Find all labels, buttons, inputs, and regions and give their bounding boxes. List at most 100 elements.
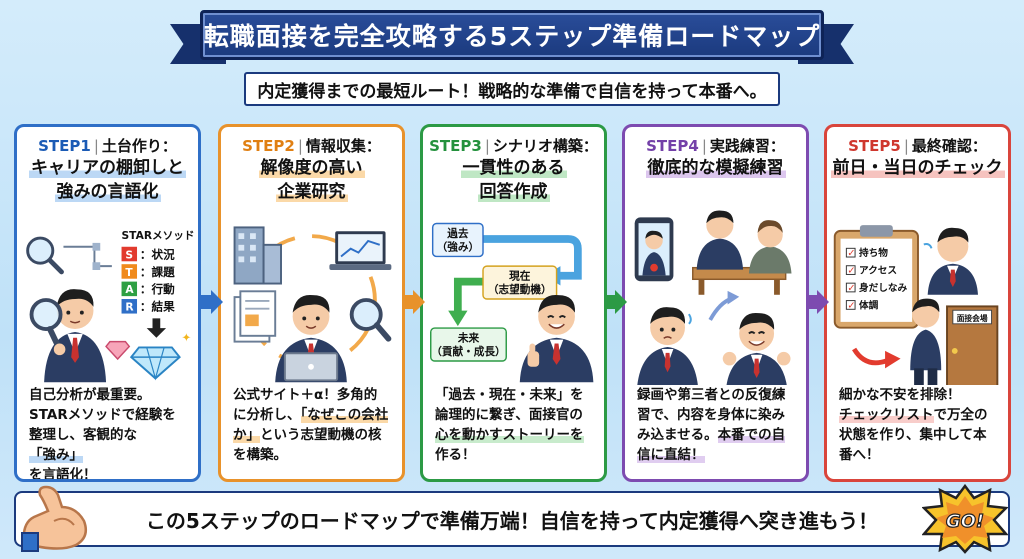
office-building-icon [233, 226, 282, 285]
heading-line: 強みの言語化 [54, 182, 161, 202]
flexed-arm-icon [21, 485, 87, 552]
future-label: 未来 [457, 332, 480, 345]
diamond-icon [129, 346, 181, 381]
desc-text: STARメソッドで経験を [29, 407, 176, 423]
desc-text: を構築。 [233, 447, 287, 463]
star-text: ：課題 [140, 265, 175, 279]
arrow-right-icon [605, 290, 627, 314]
present-box: 現在 （志望動機） [482, 265, 558, 300]
step-description: 録画や第三者との反復練 習で、内容を身体に染み み込ませる。本番での自 信に直結… [637, 385, 796, 465]
step-heading: 解像度の高い企業研究 [221, 156, 402, 204]
step-category: 実践練習： [709, 137, 785, 155]
step-card-5: STEP5|最終確認： 前日・当日のチェック ✓ 持ち物 ✓ アクセス ✓ 身だ… [824, 124, 1011, 482]
businessman-magnifier-icon [29, 289, 107, 383]
company-research-illustration [233, 226, 392, 383]
desc-text: を言語化！ [29, 467, 97, 482]
star-text: ：状況 [140, 247, 175, 261]
step-number: STEP2 [242, 137, 295, 155]
desc-text: 整理し、客観的な [29, 427, 137, 443]
checklist-item: 体調 [859, 299, 879, 311]
star-letter: S [125, 248, 133, 261]
step-heading: 徹底的な模擬練習 [625, 156, 806, 180]
clipboard-checklist-icon: ✓ 持ち物 ✓ アクセス ✓ 身だしなみ ✓ 体調 [833, 225, 919, 329]
desc-highlight: 本番での自 [717, 427, 786, 443]
step-number: STEP3 [429, 137, 482, 155]
svg-text:✓: ✓ [847, 265, 855, 276]
svg-text:✓: ✓ [847, 248, 855, 259]
page-title: 転職面接を完全攻略する5ステップ準備ロードマップ [200, 10, 824, 60]
bottom-banner: この5ステップのロードマップで準備万端！自信を持って内定獲得へ突き進もう！ [14, 491, 1010, 547]
step-label: STEP4|実践練習： [646, 137, 785, 155]
nervous-businessman-icon [637, 307, 698, 385]
step-category: 土台作り： [101, 137, 177, 155]
desc-text: 細かな不安を排除！ [839, 387, 961, 403]
candidate-icon [696, 210, 744, 270]
desc-text: 状態を作り、集中して本 [839, 427, 987, 443]
heading-line: 一貫性のある [460, 158, 567, 178]
heading-line: キャリアの棚卸しと [29, 158, 186, 178]
star-letter: R [125, 301, 133, 314]
present-label: 現在 [509, 270, 531, 283]
step-heading: 一貫性のある回答作成 [423, 156, 604, 204]
desc-text: 公式サイト＋α！多角的 [233, 387, 378, 403]
past-label: 過去 [446, 227, 469, 240]
future-box: 未来 （貢献・成長） [430, 327, 507, 362]
go-burst-icon: GO! [922, 484, 1008, 554]
step-label: STEP3|シナリオ構築： [429, 137, 598, 155]
step-number: STEP1 [38, 137, 91, 155]
magnifier-icon [26, 236, 64, 275]
mock-interview-illustration [634, 210, 792, 385]
desc-highlight: か」 [233, 427, 260, 443]
present-sub: （志望動機） [488, 283, 552, 296]
worried-businessman-icon [923, 227, 978, 295]
step-heading: キャリアの棚卸しと強みの言語化 [17, 156, 198, 204]
self-analysis-illustration: STARメソッド S ：状況 T ：課題 A ：行動 R ：結果 ✦ [26, 229, 195, 383]
step-label: STEP1|土台作り： [38, 137, 177, 155]
desc-text: 習で、内容を身体に染み [637, 407, 785, 423]
svg-text:✓: ✓ [847, 283, 855, 294]
past-box: 過去 （強み） [431, 222, 484, 258]
desc-text: み込ませる。 [637, 427, 718, 443]
step-category: 情報収集： [305, 137, 381, 155]
step-description: 公式サイト＋α！多角的 に分析し、「なぜこの会社 か」という志望動機の核 を構築… [233, 385, 392, 465]
desc-highlight: 心を動かすストーリーを [435, 427, 584, 443]
magnifier-icon [349, 298, 392, 342]
step-category: 最終確認： [911, 137, 987, 155]
desc-text: 作る！ [435, 447, 476, 463]
heading-line: 回答作成 [477, 182, 550, 202]
step-card-3: STEP3|シナリオ構築： 一貫性のある回答作成 過去 （強み） 現在 （志望動… [420, 124, 607, 482]
interviewer-icon [748, 220, 792, 274]
smiling-businessman-icon [519, 294, 594, 383]
checklist-item: アクセス [859, 265, 897, 276]
laptop-chart-icon [329, 231, 392, 270]
step-description: 「過去・現在・未来」を 論理的に繋ぎ、面接官の 心を動かすストーリーを 作る！ [435, 385, 594, 465]
heading-line: 前日・当日のチェック [830, 158, 1005, 178]
step-card-1: STEP1|土台作り： キャリアの棚卸しと強みの言語化 STARメソッド S ：… [14, 124, 201, 482]
arrow-right-icon [403, 290, 425, 314]
desc-text: という志望動機の核 [260, 427, 382, 443]
checklist-item: 身だしなみ [858, 282, 908, 294]
step-card-2: STEP2|情報収集： 解像度の高い企業研究 [218, 124, 405, 482]
walking-businessman-icon [910, 298, 942, 385]
svg-text:✓: ✓ [847, 300, 855, 311]
final-check-illustration: ✓ 持ち物 ✓ アクセス ✓ 身だしなみ ✓ 体調 面接 [833, 225, 999, 385]
door-sign: 面接会場 [957, 313, 988, 323]
past-sub: （強み） [437, 241, 480, 254]
desc-text: 自己分析が最重要。 [29, 387, 151, 403]
go-label: GO! [946, 511, 984, 532]
step-description: 自己分析が最重要。 STARメソッドで経験を 整理し、客観的な「強み」 を言語化… [29, 385, 188, 482]
desc-highlight: 「強み」 [29, 447, 83, 463]
star-method-title: STARメソッド [122, 229, 195, 242]
documents-icon [233, 290, 277, 343]
arrow-right-icon [201, 290, 223, 314]
desc-text: 「過去・現在・未来」を [435, 387, 584, 403]
desc-highlight: 「なぜこの会社 [300, 407, 389, 423]
desc-text: 論理的に繋ぎ、面接官の [435, 407, 583, 423]
step-label: STEP2|情報収集： [242, 137, 381, 155]
svg-text:✦: ✦ [182, 331, 192, 345]
arrow-right-icon [807, 290, 829, 314]
businessman-laptop-icon [275, 294, 347, 383]
desc-highlight: チェックリスト [839, 407, 934, 423]
heading-line: 解像度の高い [258, 158, 365, 178]
star-method-list: S ：状況 T ：課題 A ：行動 R ：結果 [121, 246, 175, 314]
